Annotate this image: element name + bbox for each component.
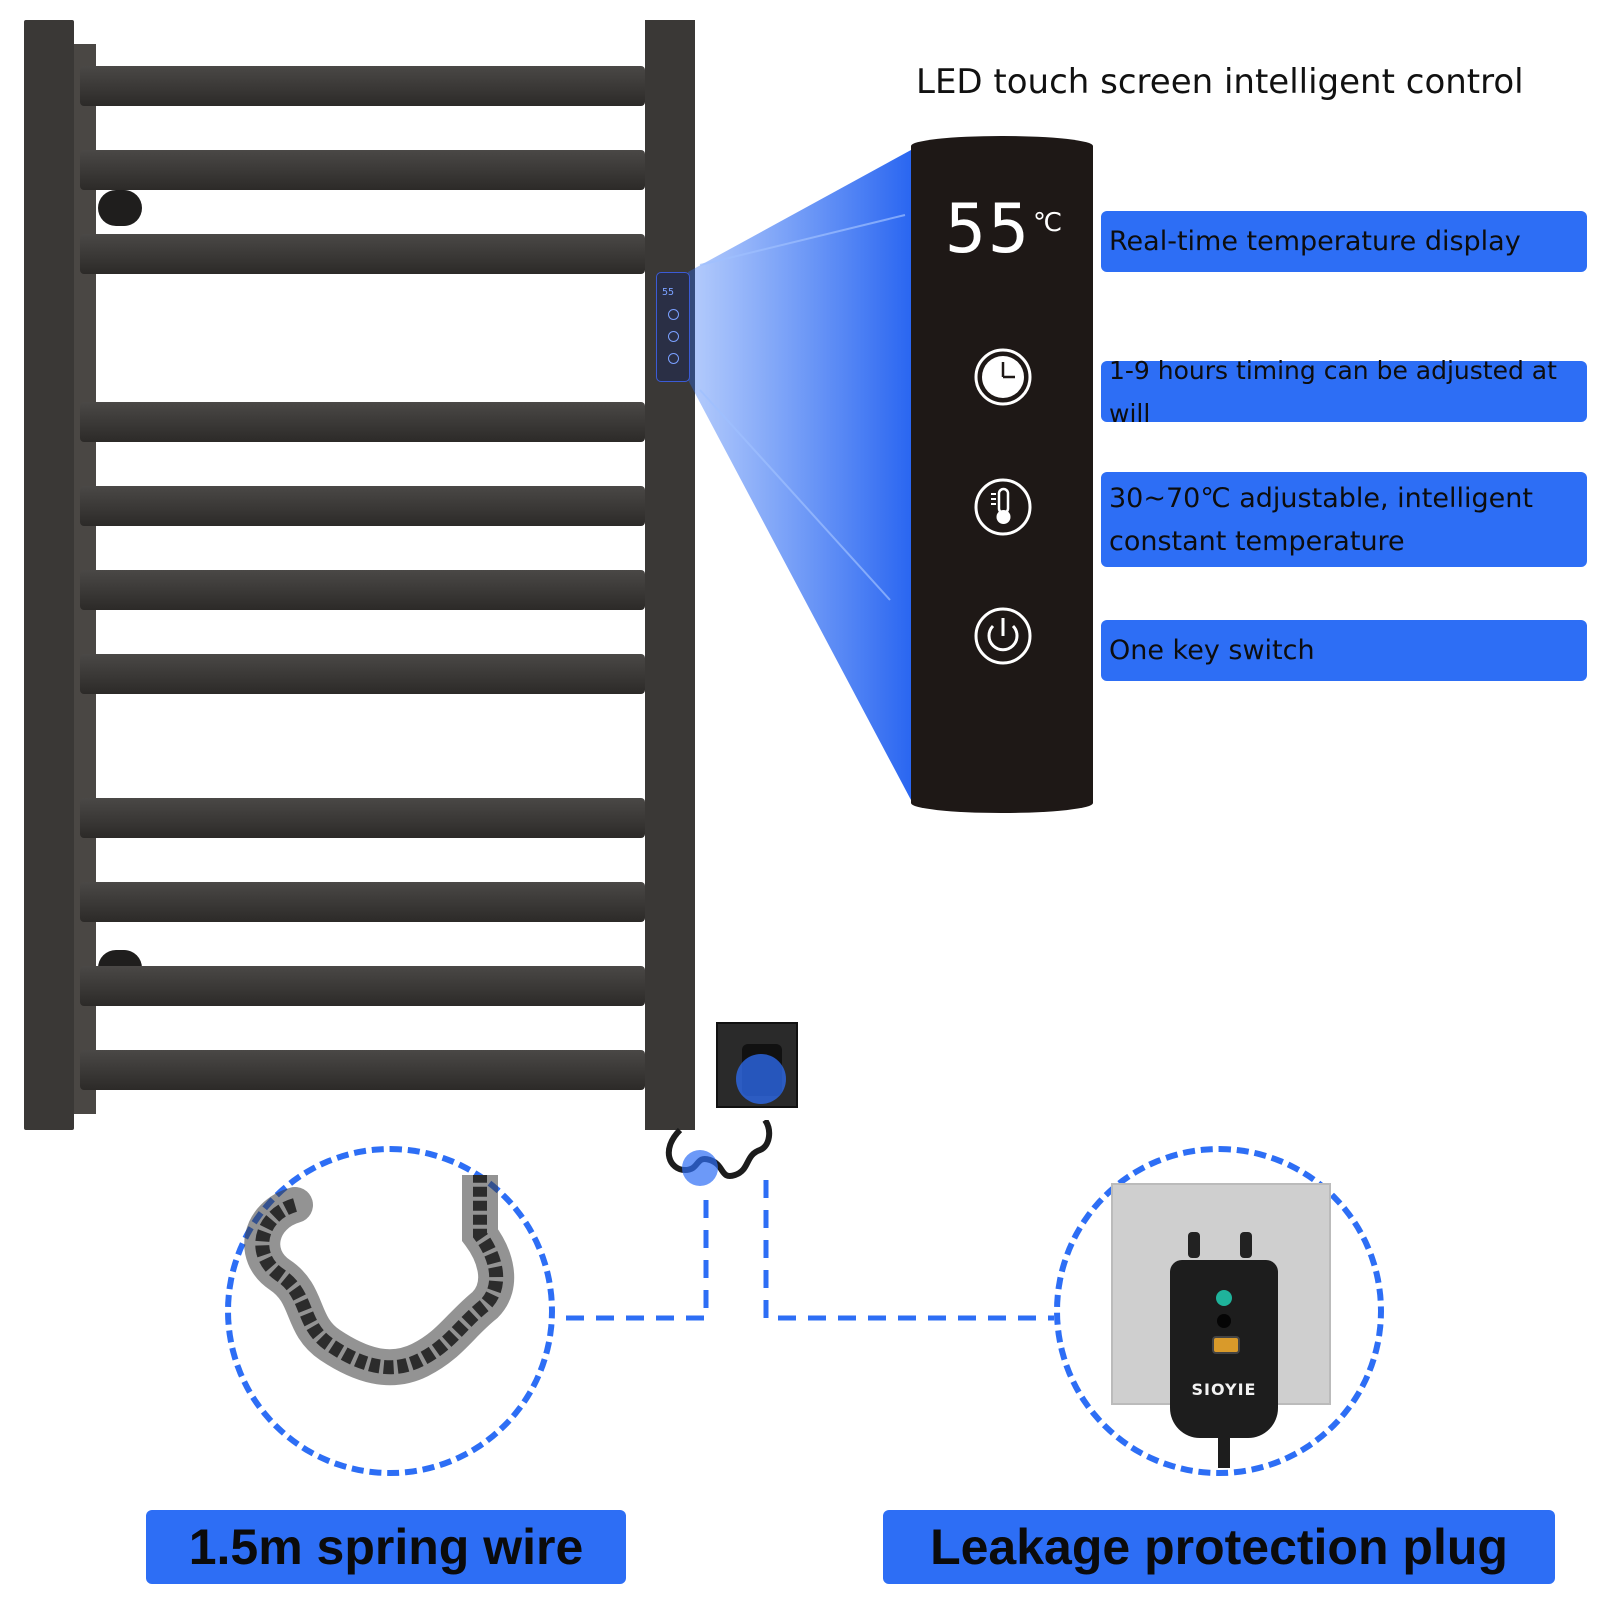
feature-one-key-switch: One key switch xyxy=(1101,620,1587,681)
status-led-icon xyxy=(1216,1290,1232,1306)
rail-bar xyxy=(80,654,645,694)
power-icon xyxy=(668,353,679,364)
control-panel: 55 ℃ xyxy=(911,136,1093,813)
leakage-plug-callout xyxy=(1054,1146,1384,1476)
rail-right-post xyxy=(645,20,695,1130)
test-button[interactable] xyxy=(1212,1336,1240,1354)
rail-bar xyxy=(80,1050,645,1090)
spring-wire-image xyxy=(244,1175,515,1386)
thermometer-icon[interactable] xyxy=(973,477,1033,537)
thermometer-icon xyxy=(668,331,679,342)
clock-icon[interactable] xyxy=(973,347,1033,407)
headline: LED touch screen intelligent control xyxy=(916,62,1524,102)
feature-timing: 1-9 hours timing can be adjusted at will xyxy=(1101,356,1587,428)
coiled-cable xyxy=(665,1120,773,1186)
socket-highlight xyxy=(736,1054,786,1104)
plug-prong xyxy=(1188,1232,1200,1258)
temperature-unit: ℃ xyxy=(1033,208,1063,238)
leakage-protection-plug: SIOYIE xyxy=(1170,1260,1278,1438)
mini-control-panel[interactable]: 55 xyxy=(656,272,690,382)
rail-bar xyxy=(80,402,645,442)
rail-bar xyxy=(80,570,645,610)
rail-bar xyxy=(80,486,645,526)
rail-bar xyxy=(80,150,645,190)
power-icon[interactable] xyxy=(973,606,1033,666)
plug-cable xyxy=(1218,1438,1230,1468)
caption-spring-wire: 1.5m spring wire xyxy=(146,1510,626,1584)
rail-bar xyxy=(80,882,645,922)
indicator-dot xyxy=(1217,1314,1231,1328)
feature-temperature-display: Real-time temperature display xyxy=(1101,211,1587,272)
wall-bracket xyxy=(98,190,142,226)
mini-temperature-readout: 55 xyxy=(662,287,675,298)
caption-leakage-plug: Leakage protection plug xyxy=(883,1510,1555,1584)
rail-bar xyxy=(80,966,645,1006)
temperature-readout: 55 xyxy=(945,190,1031,269)
plug-brand-label: SIOYIE xyxy=(1191,1380,1257,1399)
clock-icon xyxy=(668,309,679,320)
rail-bar xyxy=(80,234,645,274)
rail-bar xyxy=(80,798,645,838)
feature-adjustable-temperature: 30~70℃ adjustable, intelligent constant … xyxy=(1101,472,1587,567)
rail-bar xyxy=(80,66,645,106)
plug-prong xyxy=(1240,1232,1252,1258)
spring-wire-callout xyxy=(225,1146,555,1476)
